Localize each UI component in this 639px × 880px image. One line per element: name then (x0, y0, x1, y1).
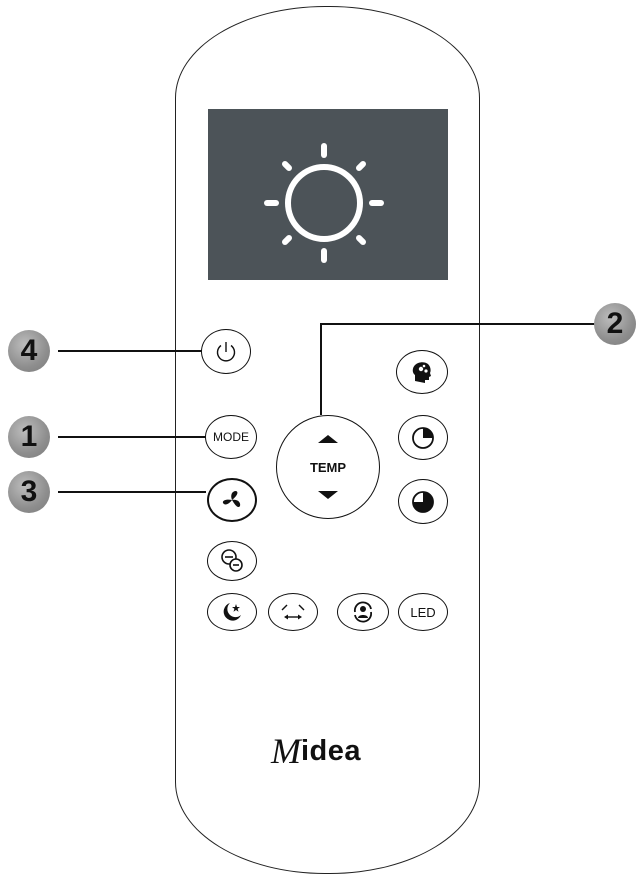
power-icon (214, 340, 238, 364)
timer-quarter-icon (410, 425, 436, 451)
follow-me-button[interactable] (396, 350, 448, 394)
eco-button[interactable] (207, 541, 257, 581)
sleep-button[interactable] (207, 593, 257, 631)
callout-4: 4 (8, 330, 50, 372)
led-button[interactable]: LED (398, 593, 448, 631)
callout-3: 3 (8, 471, 50, 513)
timer-off-button[interactable] (398, 479, 448, 524)
mode-label: MODE (213, 430, 249, 444)
display-screen (208, 109, 448, 280)
callout-1: 1 (8, 416, 50, 458)
mode-button[interactable]: MODE (205, 415, 257, 459)
led-label: LED (410, 605, 435, 620)
fan-icon (219, 487, 245, 513)
temp-label: TEMP (310, 460, 346, 475)
triangle-up-icon[interactable] (317, 434, 339, 444)
swing-icon (278, 600, 308, 624)
triangle-down-icon[interactable] (317, 490, 339, 500)
moon-star-icon (219, 599, 245, 625)
brand-logo-text: idea (301, 737, 361, 766)
swing-button[interactable] (268, 593, 318, 631)
head-gear-icon (409, 359, 435, 385)
callout-2: 2 (594, 303, 636, 345)
sun-icon (208, 109, 448, 280)
brand-logo-mark: M (271, 733, 301, 769)
power-button[interactable] (201, 329, 251, 374)
timer-three-quarter-icon (410, 489, 436, 515)
temp-button[interactable]: TEMP (276, 415, 380, 519)
timer-on-button[interactable] (398, 415, 448, 460)
eco-icon (218, 547, 246, 575)
person-cycle-icon (350, 599, 376, 625)
self-clean-button[interactable] (337, 593, 389, 631)
fan-speed-button[interactable] (207, 478, 257, 522)
